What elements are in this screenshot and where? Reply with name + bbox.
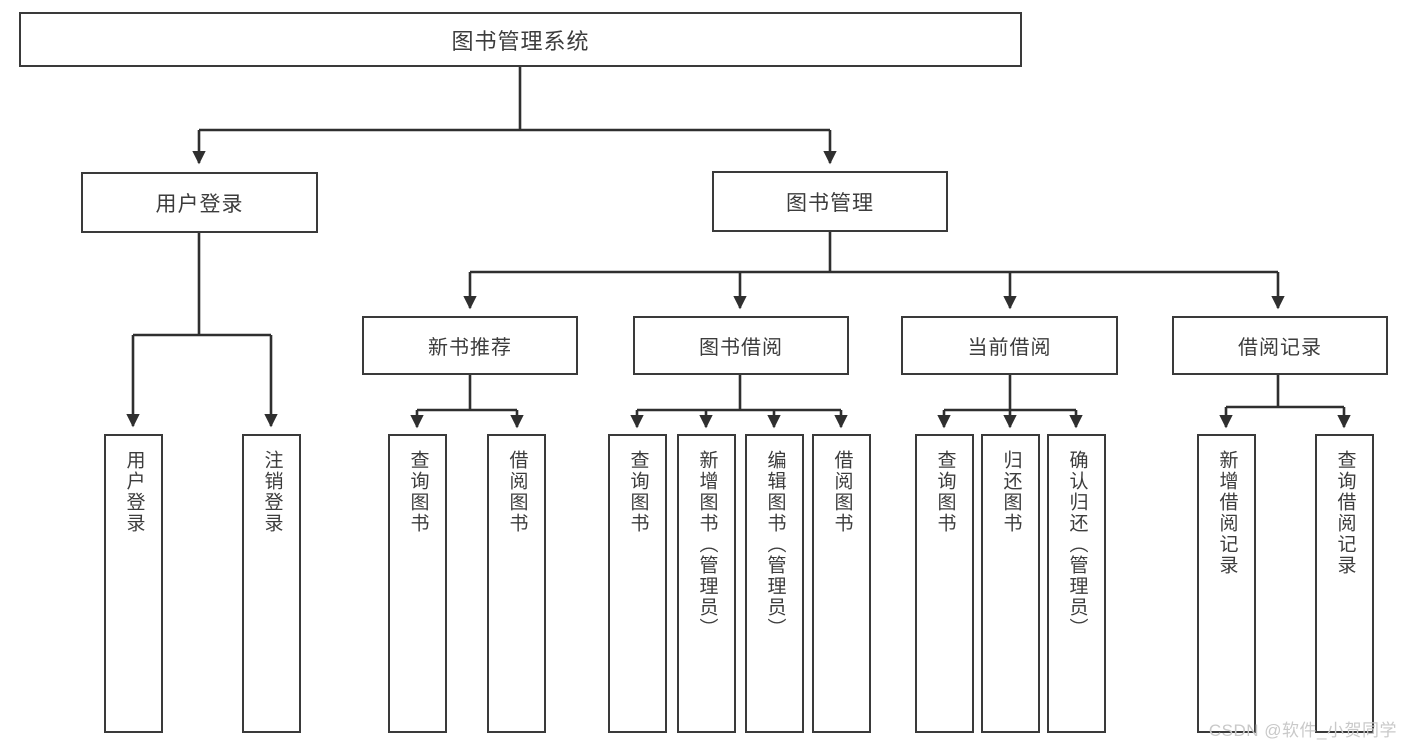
csdn-watermark: CSDN @软件_小贺同学 <box>1208 721 1397 740</box>
node-borrow-record-label: 借阅记录 <box>1238 337 1322 359</box>
leaf-recommend-borrow-book-label: 借阅图书 <box>506 450 528 534</box>
leaf-borrow-query-book[interactable]: 查询图书 <box>608 434 667 733</box>
leaf-record-query-record-label: 查询借阅记录 <box>1334 450 1356 576</box>
node-current-borrow[interactable]: 当前借阅 <box>901 316 1118 375</box>
node-book-borrow[interactable]: 图书借阅 <box>633 316 849 375</box>
leaf-current-confirm-return-label: 确认归还（管理员） <box>1066 450 1088 639</box>
node-book-management-label: 图书管理 <box>786 191 874 215</box>
node-current-borrow-label: 当前借阅 <box>967 337 1052 359</box>
leaf-user-login-signin[interactable]: 用户登录 <box>104 434 163 733</box>
leaf-recommend-query-book[interactable]: 查询图书 <box>388 434 447 733</box>
leaf-recommend-query-book-label: 查询图书 <box>407 450 429 534</box>
node-root-system[interactable]: 图书管理系统 <box>19 12 1022 67</box>
node-root-label: 图书管理系统 <box>451 28 590 54</box>
leaf-current-return-book[interactable]: 归还图书 <box>981 434 1040 733</box>
leaf-borrow-add-book-label: 新增图书（管理员） <box>696 450 718 639</box>
leaf-record-query-record[interactable]: 查询借阅记录 <box>1315 434 1374 733</box>
leaf-borrow-edit-book-label: 编辑图书（管理员） <box>764 450 786 639</box>
node-book-management[interactable]: 图书管理 <box>712 171 948 232</box>
node-new-book-recommend[interactable]: 新书推荐 <box>362 316 578 375</box>
leaf-recommend-borrow-book[interactable]: 借阅图书 <box>487 434 546 733</box>
leaf-record-add-record-label: 新增借阅记录 <box>1216 450 1238 576</box>
leaf-current-return-book-label: 归还图书 <box>1000 450 1022 534</box>
leaf-user-login-signout[interactable]: 注销登录 <box>242 434 301 733</box>
leaf-current-confirm-return[interactable]: 确认归还（管理员） <box>1047 434 1106 733</box>
leaf-borrow-borrow-book-label: 借阅图书 <box>831 450 853 534</box>
leaf-borrow-add-book[interactable]: 新增图书（管理员） <box>677 434 736 733</box>
leaf-current-query-book-label: 查询图书 <box>934 450 956 534</box>
leaf-borrow-borrow-book[interactable]: 借阅图书 <box>812 434 871 733</box>
leaf-user-login-signout-label: 注销登录 <box>261 450 283 534</box>
node-user-login-label: 用户登录 <box>155 192 244 216</box>
leaf-record-add-record[interactable]: 新增借阅记录 <box>1197 434 1256 733</box>
node-book-borrow-label: 图书借阅 <box>699 337 783 359</box>
node-user-login[interactable]: 用户登录 <box>81 172 318 233</box>
leaf-borrow-edit-book[interactable]: 编辑图书（管理员） <box>745 434 804 733</box>
leaf-current-query-book[interactable]: 查询图书 <box>915 434 974 733</box>
leaf-borrow-query-book-label: 查询图书 <box>627 450 649 534</box>
node-borrow-record[interactable]: 借阅记录 <box>1172 316 1388 375</box>
leaf-user-login-signin-label: 用户登录 <box>123 450 145 534</box>
node-new-book-recommend-label: 新书推荐 <box>428 337 512 359</box>
